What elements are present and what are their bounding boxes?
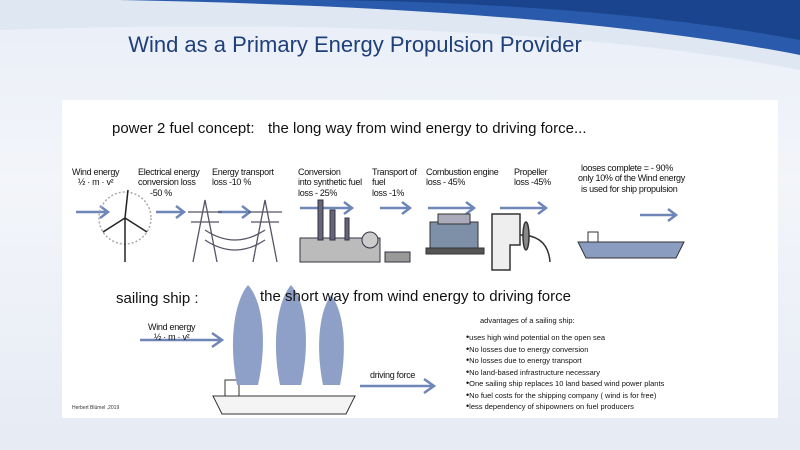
arrow <box>140 331 225 349</box>
list-item: uses high wind potential on the open sea <box>466 332 664 344</box>
arrow <box>500 201 549 215</box>
list-item: No losses due to energy conversion <box>466 344 664 356</box>
engine-icon <box>425 213 485 255</box>
sailing-heading: sailing ship : <box>116 290 199 307</box>
cargo-ship-icon <box>577 231 685 259</box>
slide-title: Wind as a Primary Energy Propulsion Prov… <box>128 32 582 57</box>
sailing-subheading: the short way from wind energy to drivin… <box>260 288 571 305</box>
flow-arrows <box>76 201 679 395</box>
list-item: One sailing ship replaces 10 land based … <box>466 378 664 390</box>
arrow <box>380 201 413 215</box>
list-item: No land-based infrastructure necessary <box>466 367 664 379</box>
arrow <box>640 208 679 222</box>
sail <box>275 285 306 385</box>
advantages-title: advantages of a sailing ship: <box>480 316 575 325</box>
list-item: No fuel costs for the shipping company (… <box>466 390 664 402</box>
losses-summary: looses complete = - 90%only 10% of the W… <box>578 163 685 194</box>
power2fuel-subheading: the long way from wind energy to driving… <box>268 120 587 137</box>
power-pylon-icon <box>188 199 282 263</box>
arrow <box>300 201 355 215</box>
sail <box>319 295 344 385</box>
propeller-icon <box>491 213 551 271</box>
refinery-icon <box>299 199 411 263</box>
arrow <box>218 205 253 219</box>
wind-turbine-icon <box>98 189 152 262</box>
author-credit: Herbert Blümel ,2019 <box>72 405 120 411</box>
sailing-ship-icon <box>212 285 356 415</box>
arrow <box>76 205 111 219</box>
arrow <box>428 201 477 215</box>
arrow <box>156 205 187 219</box>
list-item: less dependency of shipowners on fuel pr… <box>466 401 664 413</box>
list-item: No losses due to energy transport <box>466 355 664 367</box>
header-swoosh <box>0 0 800 70</box>
advantages-list: uses high wind potential on the open sea… <box>466 332 664 413</box>
sail <box>232 285 263 385</box>
arrow <box>360 377 437 395</box>
driving-force-label: driving force <box>370 370 416 380</box>
power2fuel-heading: power 2 fuel concept: <box>112 120 255 137</box>
